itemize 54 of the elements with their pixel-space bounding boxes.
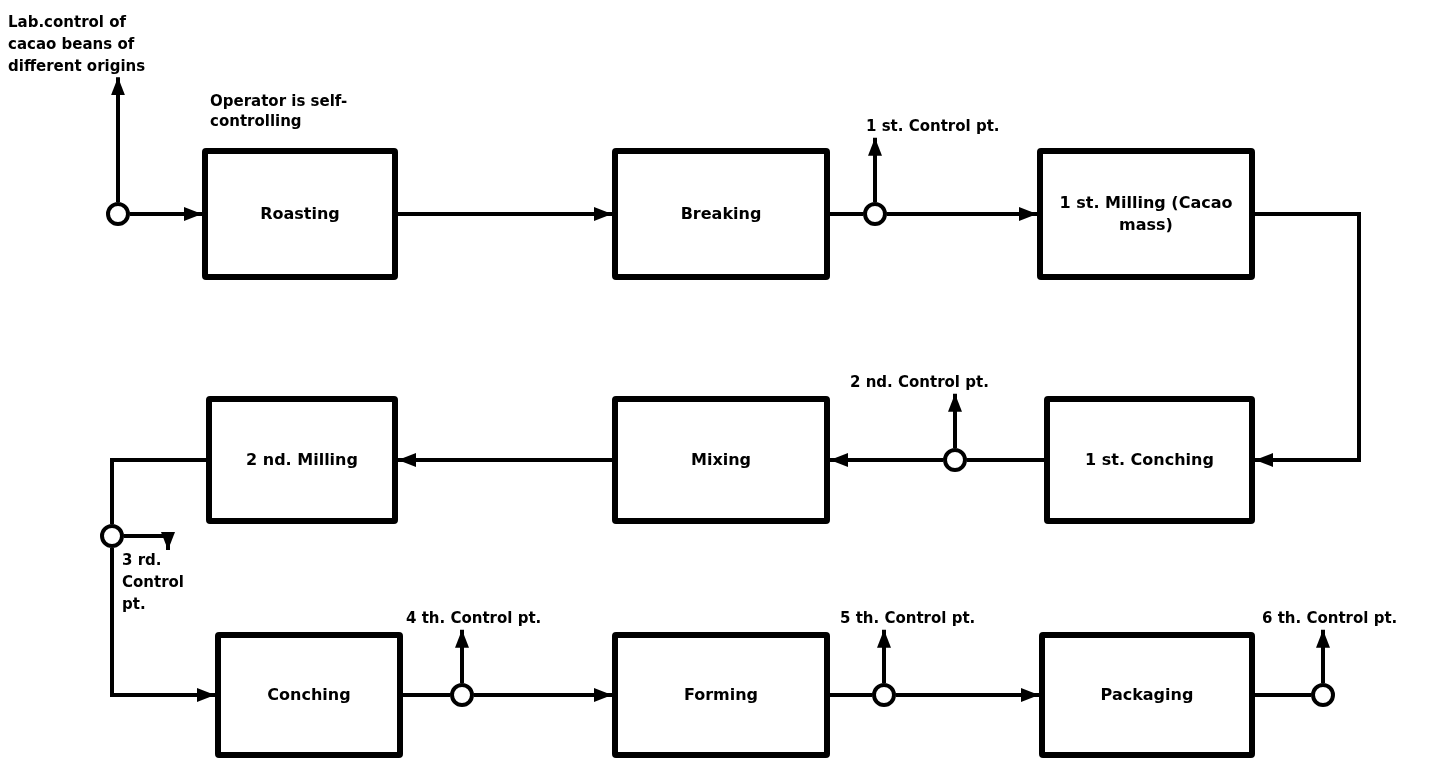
process-box	[612, 632, 830, 758]
arrow	[398, 207, 612, 221]
process-box	[612, 396, 830, 524]
control-point-circle	[863, 202, 887, 226]
arrow	[830, 453, 943, 467]
control-point-label: 1 st. Control pt.	[866, 116, 1006, 138]
arrow	[887, 207, 1037, 221]
control-point-label: Lab.control of cacao beans of different origins	[8, 12, 176, 78]
process-label: 1 st. Conching	[1085, 448, 1214, 471]
process-label: Mixing	[690, 448, 752, 471]
connector-line	[830, 212, 863, 216]
arrow	[110, 548, 215, 702]
process-label: Conching	[267, 683, 351, 706]
control-point-circle	[1311, 683, 1335, 707]
control-point-label: 6 th. Control pt.	[1262, 608, 1412, 630]
arrow	[474, 688, 612, 702]
arrow	[868, 137, 882, 202]
process-label: 2 nd. Milling	[246, 448, 358, 471]
process-label: Forming	[683, 683, 759, 706]
arrow	[124, 532, 175, 550]
arrow	[111, 77, 125, 202]
connector-line	[967, 458, 1044, 462]
arrow	[1255, 212, 1361, 467]
control-point-circle	[106, 202, 130, 226]
control-point-circle	[872, 683, 896, 707]
operator-note: Operator is self- controlling	[210, 92, 349, 131]
control-point-circle	[943, 448, 967, 472]
control-point-label: 2 nd. Control pt.	[850, 372, 1010, 394]
process-box	[215, 632, 403, 758]
process-box	[1037, 148, 1255, 280]
arrow	[896, 688, 1039, 702]
process-box	[1044, 396, 1255, 524]
process-label: 1 st. Milling (Cacao mass)	[1058, 191, 1234, 236]
arrow	[1316, 629, 1330, 683]
connector-line	[403, 693, 450, 697]
process-label: Packaging	[1100, 683, 1194, 706]
connector-line	[830, 693, 872, 697]
control-point-label: 4 th. Control pt.	[406, 608, 546, 630]
connector-line	[1255, 693, 1311, 697]
control-point-label: 3 rd. Control pt.	[122, 550, 202, 616]
process-label: Roasting	[260, 202, 340, 225]
control-point-circle	[450, 683, 474, 707]
connector-line	[110, 458, 206, 524]
control-point-circle	[100, 524, 124, 548]
process-box	[612, 148, 830, 280]
arrow	[455, 629, 469, 683]
arrow	[398, 453, 612, 467]
process-box	[1039, 632, 1255, 758]
arrow	[948, 393, 962, 448]
arrow	[130, 207, 202, 221]
process-box	[206, 396, 398, 524]
arrow	[877, 629, 891, 683]
control-point-label: 5 th. Control pt.	[840, 608, 990, 630]
process-label: Breaking	[680, 202, 762, 225]
